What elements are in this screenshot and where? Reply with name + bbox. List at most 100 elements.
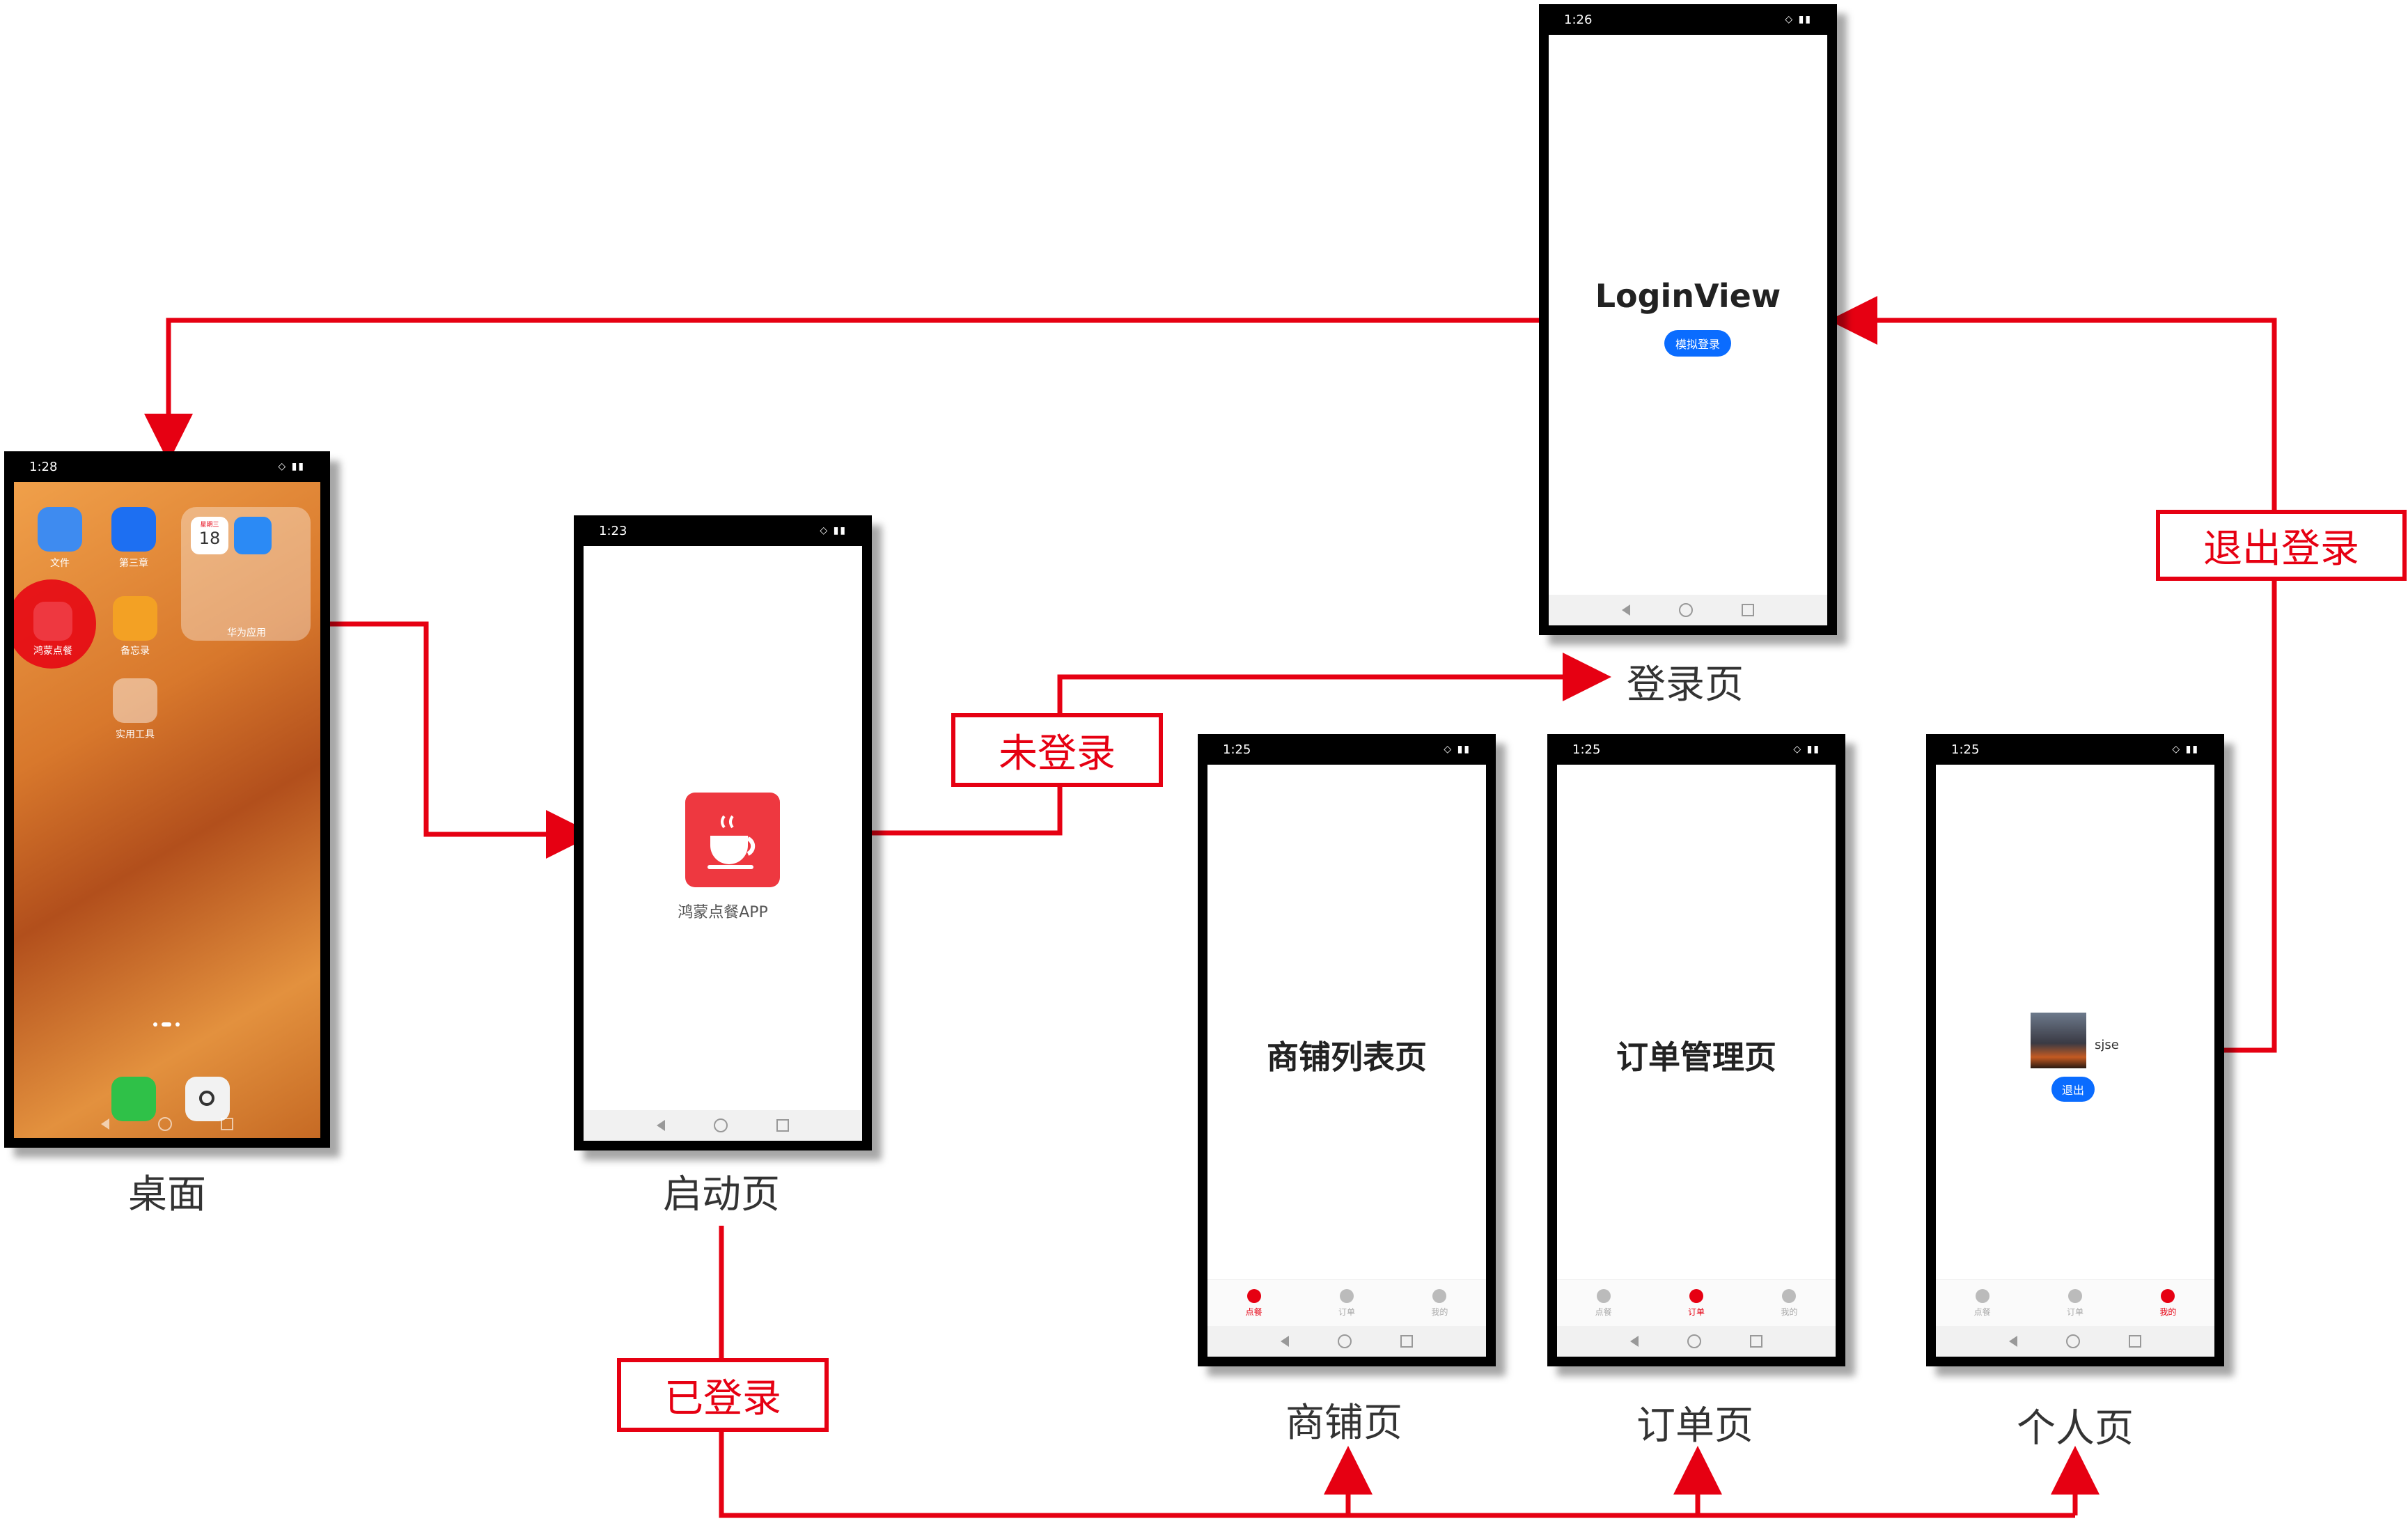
mine-icon	[1432, 1288, 1447, 1303]
back-icon[interactable]	[2009, 1336, 2017, 1347]
profile-screen: sjse 退出 点餐 订单 我的	[1936, 765, 2214, 1357]
camera-app-icon[interactable]	[185, 1077, 230, 1121]
nav-bar	[1207, 1326, 1486, 1357]
shop-screen: 商铺列表页 点餐 订单 我的	[1207, 765, 1486, 1357]
orders-icon	[1339, 1288, 1354, 1303]
tab-mine[interactable]: 我的	[1431, 1288, 1448, 1318]
tag-logged-in: 已登录	[617, 1358, 829, 1432]
status-time: 1:25	[1951, 742, 1980, 757]
home-icon[interactable]	[1679, 603, 1693, 617]
tag-not-logged-in: 未登录	[951, 713, 1163, 787]
home-icon[interactable]	[714, 1118, 728, 1132]
caption-splash: 启动页	[663, 1172, 780, 1217]
recent-icon[interactable]	[2129, 1335, 2141, 1348]
huawei-folder-label: 华为应用	[227, 627, 266, 639]
login-title: LoginView	[1595, 277, 1781, 315]
recent-icon[interactable]	[1400, 1335, 1413, 1348]
home-icon[interactable]	[1687, 1334, 1701, 1348]
phone-app-icon[interactable]	[111, 1077, 156, 1121]
tab-orders[interactable]: 订单	[1338, 1288, 1355, 1318]
splash-screen: 鸿蒙点餐APP	[584, 546, 862, 1141]
back-icon[interactable]	[657, 1120, 665, 1131]
tab-bar: 点餐 订单 我的	[1936, 1279, 2214, 1326]
tab-bar: 点餐 订单 我的	[1557, 1279, 1836, 1326]
status-icons: ◇ ▮▮	[2172, 744, 2199, 755]
desktop-phone: 1:28 ◇ ▮▮ 文件 第三章 星期三 18 华为应用 鸿蒙点餐 备忘录 实用…	[4, 451, 330, 1148]
arrow-profile-to-login	[1829, 296, 2277, 1053]
shop-phone: 1:25 ◇ ▮▮ 商铺列表页 点餐 订单 我的	[1198, 734, 1496, 1366]
nav-bar	[584, 1110, 862, 1141]
nav-bar	[1557, 1326, 1836, 1357]
desktop-nav-bar	[14, 1110, 320, 1138]
back-icon[interactable]	[1630, 1336, 1639, 1347]
order-page-title: 订单管理页	[1616, 1038, 1776, 1076]
recent-icon[interactable]	[1742, 604, 1754, 616]
status-time: 1:26	[1564, 13, 1593, 27]
status-icons: ◇ ▮▮	[820, 525, 847, 536]
tab-orders[interactable]: 订单	[2067, 1288, 2083, 1318]
nav-bar	[1936, 1326, 2214, 1357]
order-phone: 1:25 ◇ ▮▮ 订单管理页 点餐 订单 我的	[1547, 734, 1845, 1366]
arrow-splash-down	[719, 1226, 2075, 1518]
huawei-folder[interactable]: 星期三 18	[181, 507, 311, 641]
page-dots	[153, 1022, 181, 1028]
hongmeng-app-label: 鸿蒙点餐	[33, 646, 72, 657]
tab-order-food[interactable]: 点餐	[1974, 1288, 1991, 1318]
logout-button[interactable]: 退出	[2051, 1077, 2095, 1102]
status-time: 1:28	[29, 460, 58, 474]
home-icon[interactable]	[2066, 1334, 2080, 1348]
arrow-login-to-desktop	[144, 318, 1540, 462]
status-icons: ◇ ▮▮	[1793, 744, 1820, 755]
mine-icon	[2161, 1288, 2175, 1303]
orders-icon	[1689, 1288, 1703, 1303]
caption-profile: 个人页	[2017, 1406, 2134, 1451]
username: sjse	[2095, 1038, 2119, 1052]
files-app-label: 文件	[50, 558, 70, 569]
order-screen: 订单管理页 点餐 订单 我的	[1557, 765, 1836, 1357]
home-icon[interactable]	[158, 1117, 172, 1131]
tab-mine[interactable]: 我的	[1781, 1288, 1797, 1318]
memo-app-icon[interactable]	[113, 596, 157, 641]
login-screen: LoginView 模拟登录	[1549, 35, 1827, 625]
order-food-icon	[1596, 1288, 1611, 1303]
back-icon[interactable]	[1622, 604, 1630, 616]
status-time: 1:25	[1572, 742, 1601, 757]
home-icon[interactable]	[1338, 1334, 1352, 1348]
splash-phone: 1:23 ◇ ▮▮ 鸿蒙点餐APP	[574, 515, 872, 1150]
back-icon[interactable]	[1281, 1336, 1289, 1347]
mock-login-button[interactable]: 模拟登录	[1664, 330, 1731, 357]
third-app-label: 第三章	[119, 558, 148, 569]
avatar	[2031, 1013, 2086, 1068]
back-icon[interactable]	[101, 1118, 109, 1130]
tab-bar: 点餐 订单 我的	[1207, 1279, 1486, 1326]
recent-icon[interactable]	[1750, 1335, 1762, 1348]
login-phone: 1:26 ◇ ▮▮ LoginView 模拟登录	[1539, 4, 1837, 635]
tools-app-icon[interactable]	[113, 678, 157, 723]
tab-orders[interactable]: 订单	[1688, 1288, 1705, 1318]
orders-icon	[2067, 1288, 2082, 1303]
mine-icon	[1782, 1288, 1797, 1303]
tab-mine[interactable]: 我的	[2159, 1288, 2176, 1318]
caption-shop: 商铺页	[1285, 1401, 1402, 1446]
nav-bar	[1549, 595, 1827, 625]
order-food-icon	[1246, 1288, 1261, 1303]
status-icons: ◇ ▮▮	[278, 461, 305, 472]
third-app-icon[interactable]	[111, 507, 156, 552]
status-icons: ◇ ▮▮	[1444, 744, 1471, 755]
tab-order-food[interactable]: 点餐	[1595, 1288, 1612, 1318]
hongmeng-app-icon[interactable]	[33, 602, 72, 641]
tab-order-food[interactable]: 点餐	[1246, 1288, 1262, 1318]
caption-order: 订单页	[1636, 1403, 1753, 1449]
status-time: 1:25	[1223, 742, 1251, 757]
recent-icon[interactable]	[776, 1119, 789, 1132]
desktop-screen: 文件 第三章 星期三 18 华为应用 鸿蒙点餐 备忘录 实用工具	[14, 482, 320, 1138]
status-time: 1:23	[599, 524, 627, 538]
profile-phone: 1:25 ◇ ▮▮ sjse 退出 点餐 订单 我的	[1926, 734, 2224, 1366]
recent-icon[interactable]	[221, 1118, 233, 1130]
tools-app-label: 实用工具	[116, 729, 155, 740]
files-app-icon[interactable]	[38, 507, 82, 552]
tag-logout: 退出登录	[2156, 510, 2407, 581]
status-icons: ◇ ▮▮	[1785, 14, 1812, 25]
